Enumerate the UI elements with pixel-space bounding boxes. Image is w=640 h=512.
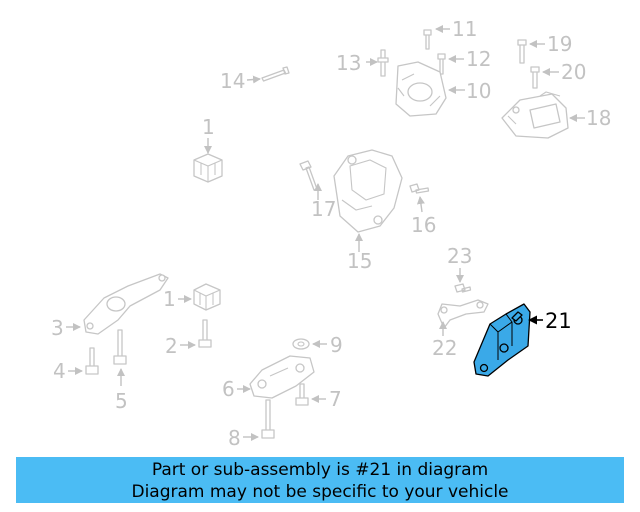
- part-16-bolt: [409, 183, 430, 194]
- part-10-mount: [395, 61, 447, 117]
- callout-20[interactable]: 20: [561, 60, 586, 84]
- part-8-bolt: [261, 399, 275, 439]
- part-6-bracket: [249, 355, 315, 399]
- part-1-bushing-upper: [193, 153, 223, 183]
- part-12-bolt: [437, 53, 446, 75]
- part-1-bushing-lower: [193, 283, 221, 311]
- part-13-stud: [377, 49, 389, 77]
- callout-7[interactable]: 7: [329, 387, 342, 411]
- callout-11[interactable]: 11: [452, 17, 477, 41]
- part-7-bolt: [295, 383, 309, 406]
- callout-5[interactable]: 5: [115, 389, 128, 413]
- callout-16[interactable]: 16: [411, 213, 436, 237]
- part-21-bracket-highlighted[interactable]: [473, 303, 531, 377]
- part-18-mount: [501, 91, 569, 139]
- part-2-bolt: [198, 319, 212, 348]
- callout-6[interactable]: 6: [222, 377, 235, 401]
- callout-2[interactable]: 2: [165, 334, 178, 358]
- banner-line-2: Diagram may not be specific to your vehi…: [131, 482, 509, 502]
- callout-1a[interactable]: 1: [202, 115, 215, 139]
- part-3-torque-link: [83, 273, 169, 335]
- part-19-bolt: [517, 39, 527, 64]
- callout-9[interactable]: 9: [330, 333, 343, 357]
- parts-diagram: 11 12 13 10 14 19 20 18 1: [51, 17, 611, 450]
- part-14-bolt: [261, 66, 290, 82]
- callout-23[interactable]: 23: [447, 244, 472, 268]
- callout-1b[interactable]: 1: [163, 287, 176, 311]
- callout-18[interactable]: 18: [586, 106, 611, 130]
- info-banner: Part or sub-assembly is #21 in diagram D…: [16, 457, 624, 503]
- part-22-rod: [437, 299, 489, 329]
- callout-22[interactable]: 22: [432, 336, 457, 360]
- part-17-bolt: [299, 160, 318, 191]
- callout-8[interactable]: 8: [228, 426, 241, 450]
- part-11-bolt: [423, 29, 432, 50]
- callout-17[interactable]: 17: [311, 197, 336, 221]
- callout-3[interactable]: 3: [51, 316, 64, 340]
- part-20-bolt: [530, 66, 540, 89]
- part-9-washer: [292, 338, 310, 350]
- callout-4[interactable]: 4: [53, 359, 66, 383]
- callout-13[interactable]: 13: [336, 51, 361, 75]
- part-15-bracket: [333, 149, 403, 233]
- callout-19[interactable]: 19: [547, 32, 572, 56]
- callout-10[interactable]: 10: [466, 79, 491, 103]
- part-5-bolt: [113, 329, 127, 365]
- part-23-bolt: [454, 283, 472, 293]
- callout-15[interactable]: 15: [347, 249, 372, 273]
- part-4-bolt: [85, 347, 99, 375]
- callout-21[interactable]: 21: [545, 309, 572, 333]
- banner-line-1: Part or sub-assembly is #21 in diagram: [151, 460, 489, 480]
- callout-14[interactable]: 14: [220, 69, 245, 93]
- callout-12[interactable]: 12: [466, 47, 491, 71]
